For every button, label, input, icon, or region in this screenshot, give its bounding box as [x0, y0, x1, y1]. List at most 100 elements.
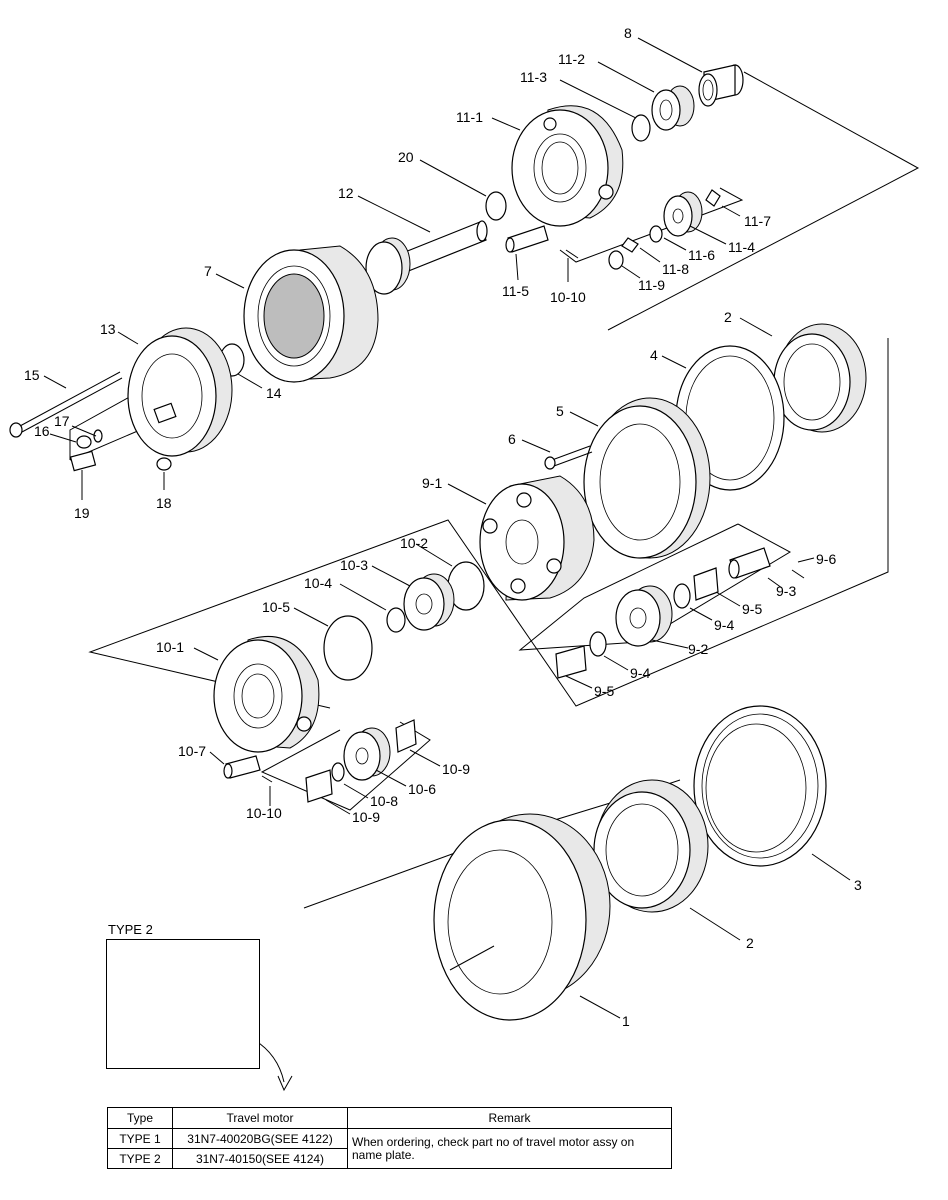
part-10-4-washer: [386, 607, 406, 633]
callout-16: 16: [34, 423, 50, 439]
part-10-10-spring-pin-lower: [261, 775, 273, 783]
part-10-9-washer-upper: [395, 719, 417, 753]
leader-lines: [43, 37, 851, 1019]
callout-10-7: 10-7: [178, 743, 206, 759]
part-11-5-pin: [505, 225, 549, 253]
callout-labels: 8 11-2 11-3 11-1 20 12 11-7 11-6 11-4 11…: [24, 25, 862, 1029]
row-type: TYPE 2: [107, 1148, 173, 1169]
callout-10-3: 10-3: [340, 557, 368, 573]
part-11-8-washer: [621, 237, 639, 253]
callout-18: 18: [156, 495, 172, 511]
type2-label: TYPE 2: [108, 922, 153, 937]
part-13-cover: [127, 327, 233, 457]
callout-10-9-upper: 10-9: [442, 761, 470, 777]
header-travel-motor: Travel motor: [172, 1107, 348, 1129]
part-11-2-gear: [651, 85, 695, 131]
part-9-2-gear: [615, 585, 673, 647]
callout-11-2: 11-2: [558, 51, 585, 67]
callout-13: 13: [100, 321, 116, 337]
part-9-5-washer-upper: [693, 567, 719, 601]
callout-17: 17: [54, 413, 70, 429]
callout-9-3: 9-3: [776, 583, 796, 599]
callout-14: 14: [266, 385, 282, 401]
part-3-floating-seal: [693, 705, 827, 867]
part-19-name-plate: [69, 450, 97, 472]
callout-11-7: 11-7: [744, 213, 771, 229]
callout-9-4-lower: 9-4: [630, 665, 650, 681]
part-11-1-carrier: [511, 105, 624, 227]
type2-inset-box: [106, 939, 260, 1069]
part-10-9-washer-lower: [305, 769, 333, 803]
callout-8: 8: [624, 25, 632, 41]
callout-1: 1: [622, 1013, 630, 1029]
row-travel-motor: 31N7-40150(SEE 4124): [172, 1148, 348, 1169]
table-header-row: Type Travel motor Remark: [107, 1107, 672, 1129]
callout-12: 12: [338, 185, 354, 201]
callout-10-10-lower: 10-10: [246, 805, 282, 821]
callout-10-2: 10-2: [400, 535, 428, 551]
callout-11-1: 11-1: [456, 109, 483, 125]
callout-9-6: 9-6: [816, 551, 836, 567]
row-type: TYPE 1: [107, 1128, 173, 1149]
part-10-7-pin: [223, 755, 261, 779]
part-11-6-bearing: [649, 225, 663, 243]
part-20-ring: [485, 191, 507, 221]
callout-9-4-upper: 9-4: [714, 617, 734, 633]
part-18-plug: [156, 457, 172, 471]
callout-19: 19: [74, 505, 90, 521]
part-17-ring: [93, 429, 103, 443]
callout-10-5: 10-5: [262, 599, 290, 615]
callout-10-6: 10-6: [408, 781, 436, 797]
callout-2-upper: 2: [724, 309, 732, 325]
part-11-4-gear: [663, 191, 703, 237]
callout-11-8: 11-8: [662, 261, 689, 277]
callout-20: 20: [398, 149, 414, 165]
header-remark: Remark: [347, 1107, 672, 1129]
part-11-7-washer: [705, 189, 721, 207]
callout-6: 6: [508, 431, 516, 447]
part-5-flange: [583, 397, 711, 559]
callout-11-9: 11-9: [638, 277, 665, 293]
part-12-shaft: [365, 220, 488, 295]
part-9-6-spring-pin: [791, 569, 805, 579]
part-9-5-washer-lower: [555, 645, 587, 679]
part-10-1-carrier: [213, 636, 320, 753]
part-9-4-bearing-lower: [589, 631, 607, 657]
part-10-5-ring: [323, 615, 373, 681]
callout-5: 5: [556, 403, 564, 419]
callout-7: 7: [204, 263, 212, 279]
part-11-3-ring: [631, 114, 651, 142]
callout-10-1: 10-1: [156, 639, 184, 655]
callout-11-5: 11-5: [502, 283, 529, 299]
part-1-housing: [433, 813, 611, 1021]
part-10-10-spring-pin-upper: [565, 249, 579, 259]
callout-10-8: 10-8: [370, 793, 398, 809]
callout-2-lower: 2: [746, 935, 754, 951]
callout-9-1: 9-1: [422, 475, 442, 491]
part-2-bearing-upper: [773, 323, 867, 433]
callout-9-5-lower: 9-5: [594, 683, 614, 699]
callout-11-3: 11-3: [520, 69, 547, 85]
part-7-ring-gear: [243, 245, 379, 383]
callout-10-4: 10-4: [304, 575, 332, 591]
part-15-bolt: [9, 371, 123, 438]
part-6-bolt: [544, 445, 593, 470]
callout-11-6: 11-6: [688, 247, 715, 263]
assembly-outline-middle-pin: [518, 523, 792, 651]
callout-4: 4: [650, 347, 658, 363]
callout-3: 3: [854, 877, 862, 893]
callout-10-9-lower: 10-9: [352, 809, 380, 825]
assembly-outline-lower-pin: [260, 721, 431, 811]
table-row: TYPE 1 31N7-40020BG(SEE 4122) When order…: [107, 1128, 672, 1169]
table-row: TYPE 2 31N7-40150(SEE 4124): [107, 1148, 672, 1169]
part-8-sleeve: [698, 64, 744, 107]
part-10-8-bearing: [331, 762, 345, 782]
part-2-bearing-lower: [593, 779, 709, 913]
callout-10-10-upper: 10-10: [550, 289, 586, 305]
callout-9-5-upper: 9-5: [742, 601, 762, 617]
part-16-plug: [76, 435, 92, 449]
callout-15: 15: [24, 367, 40, 383]
row-remark: When ordering, check part no of travel m…: [347, 1128, 672, 1169]
row-travel-motor: 31N7-40020BG(SEE 4122): [172, 1128, 348, 1149]
